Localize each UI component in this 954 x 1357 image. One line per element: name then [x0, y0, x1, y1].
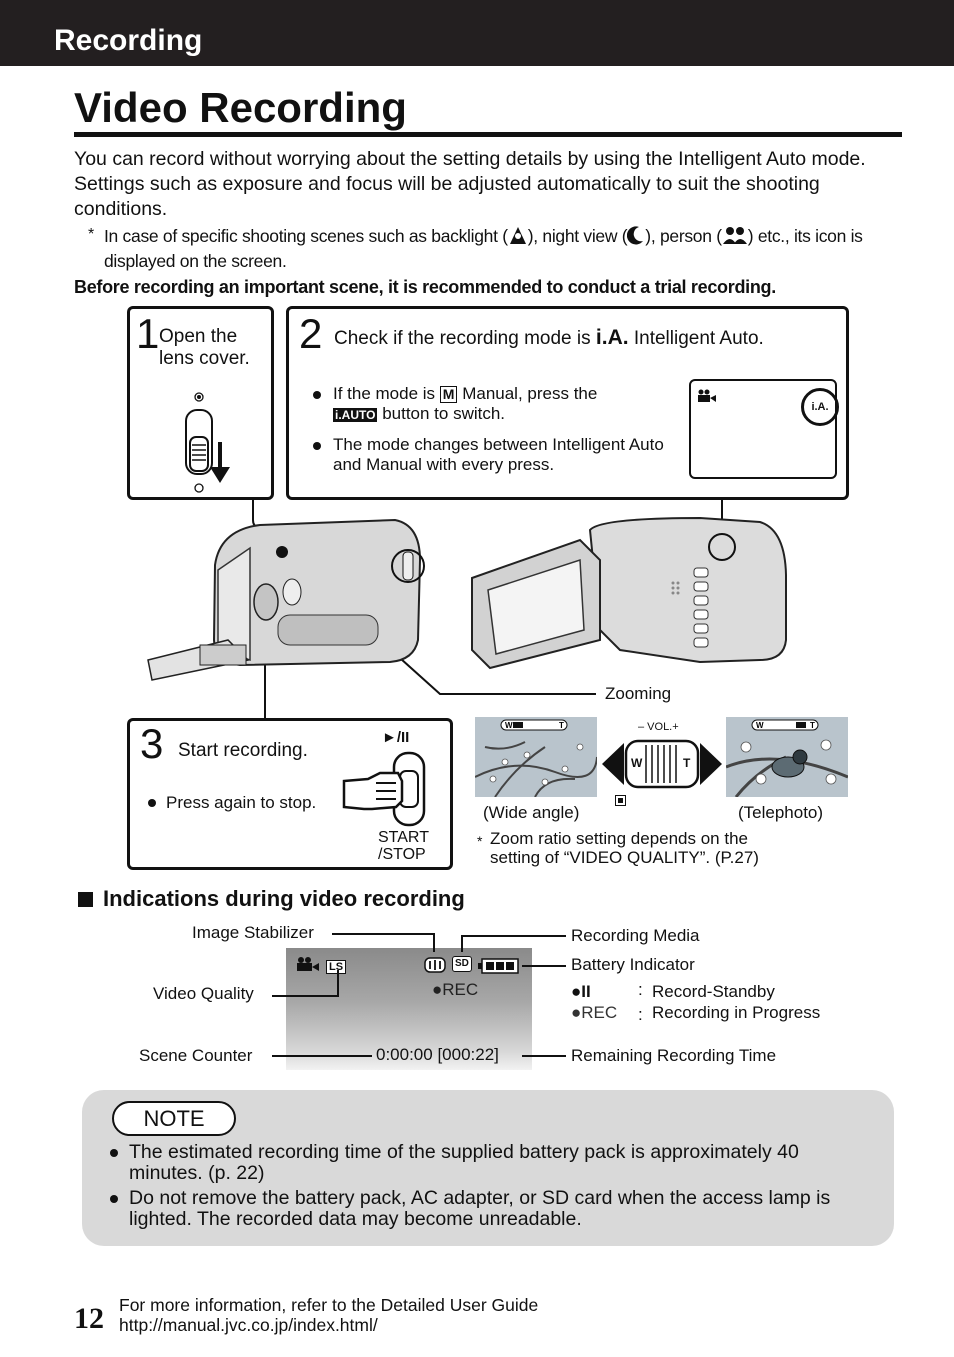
svg-text:T: T [810, 721, 815, 730]
recording-screen: LS SD ●REC 0:00:00 [000:22] [286, 948, 532, 1070]
indications-heading: Indications during video recording [78, 886, 465, 912]
standby-separator: : [638, 980, 643, 999]
note-label: NOTE [112, 1101, 236, 1136]
recording-media-label: Recording Media [571, 926, 700, 945]
zoom-w-label: W [631, 756, 643, 770]
page-title: Video Recording [74, 84, 407, 131]
video-camera-icon [297, 957, 319, 971]
step-2-bullet-2: The mode changes between Intelligent Aut… [313, 435, 673, 475]
indication-leader-lines [272, 933, 566, 1057]
scene-counter-label: Scene Counter [139, 1046, 253, 1065]
wide-angle-scene: W T [475, 717, 597, 797]
sd-media-badge: SD [452, 956, 472, 972]
note-item-1: The estimated recording time of the supp… [110, 1142, 870, 1184]
note-item-2: Do not remove the battery pack, AC adapt… [110, 1188, 870, 1230]
battery-icon [478, 958, 519, 974]
trial-recording-warning: Before recording an important scene, it … [74, 277, 776, 297]
step-2-bullet-1: If the mode is M Manual, press the i.AUT… [313, 384, 673, 424]
video-quality-badge: LS [326, 960, 347, 974]
backlight-icon [509, 227, 526, 244]
start-stop-button-icon [342, 751, 426, 827]
video-quality-label: Video Quality [153, 984, 254, 1003]
svg-text:T: T [559, 721, 564, 730]
step-1-text-line1: Open the [159, 326, 238, 347]
svg-text:W: W [505, 721, 513, 730]
step-2-text: Check if the recording mode is i.A. Inte… [334, 326, 764, 350]
play-pause-icon: ►/II [382, 729, 410, 746]
zoom-lever-icon [602, 739, 722, 789]
zoom-note: Zoom ratio setting depends on the settin… [490, 829, 759, 867]
telephoto-scene: W T [726, 717, 848, 797]
scene-footnote: * In case of specific shooting scenes su… [88, 224, 900, 274]
telephoto-label: (Telephoto) [738, 803, 824, 822]
step-1-number: 1 [136, 310, 160, 357]
svg-text:W: W [756, 721, 764, 730]
screen-counter: 0:00:00 [000:22] [376, 1045, 499, 1064]
ia-badge: i.A. [801, 388, 839, 426]
camera-illustration [147, 500, 787, 718]
step-2-number: 2 [299, 310, 323, 357]
video-camera-icon [698, 389, 716, 402]
person-icon [722, 227, 747, 244]
vol-label: – VOL.+ [638, 721, 679, 733]
zooming-label: Zooming [605, 684, 672, 703]
rec-separator: : [638, 1005, 643, 1024]
section-header: Recording [0, 0, 954, 66]
standby-mark: ●II [571, 982, 591, 1001]
lcd-preview: i.A. [689, 379, 839, 479]
i-auto-button-icon: i.AUTO [333, 408, 378, 422]
screen-rec-indicator: ●REC [432, 980, 479, 999]
night-view-icon [627, 226, 644, 245]
standby-label: Record-Standby [652, 982, 775, 1001]
page-number: 12 [74, 1302, 104, 1335]
intro-paragraph: You can record without worrying about th… [74, 148, 866, 220]
ia-mark: i.A. [595, 326, 629, 349]
step-2-box: 2 Check if the recording mode is i.A. In… [286, 306, 849, 500]
step-3-number: 3 [140, 720, 164, 767]
rec-mark: ●REC [571, 1003, 618, 1022]
camera-right-body [471, 516, 787, 670]
step-1-box: 1 Open the lens cover. [127, 306, 274, 500]
guide-url-link[interactable]: http://manual.jvc.co.jp/index.html/ [119, 1315, 378, 1335]
rec-in-progress-label: Recording in Progress [652, 1003, 821, 1022]
footnote-mark: * [88, 226, 94, 243]
step-1-text-line2: lens cover. [159, 348, 250, 369]
zoom-small-icon [615, 795, 626, 806]
start-stop-label: START /STOP [378, 829, 429, 863]
camera-left-body [147, 518, 425, 681]
section-label: Recording [54, 24, 203, 57]
square-bullet-icon [78, 892, 93, 907]
step-3-bullet: Press again to stop. [148, 793, 316, 813]
wide-angle-label: (Wide angle) [483, 803, 580, 822]
zoom-note-mark: * [477, 833, 483, 849]
title-divider [74, 132, 902, 137]
remaining-time-label: Remaining Recording Time [571, 1046, 777, 1065]
battery-indicator-label: Battery Indicator [571, 955, 695, 974]
step-3-box: 3 Start recording. Press again to stop. … [127, 718, 453, 870]
step-3-text: Start recording. [178, 740, 308, 761]
footer-info: For more information, refer to the Detai… [119, 1295, 539, 1335]
image-stabilizer-label: Image Stabilizer [192, 923, 314, 942]
lens-cover-switch-icon [185, 392, 230, 493]
zoom-t-label: T [683, 756, 691, 770]
stabilizer-icon [424, 957, 446, 973]
manual-mode-icon: M [439, 386, 458, 403]
